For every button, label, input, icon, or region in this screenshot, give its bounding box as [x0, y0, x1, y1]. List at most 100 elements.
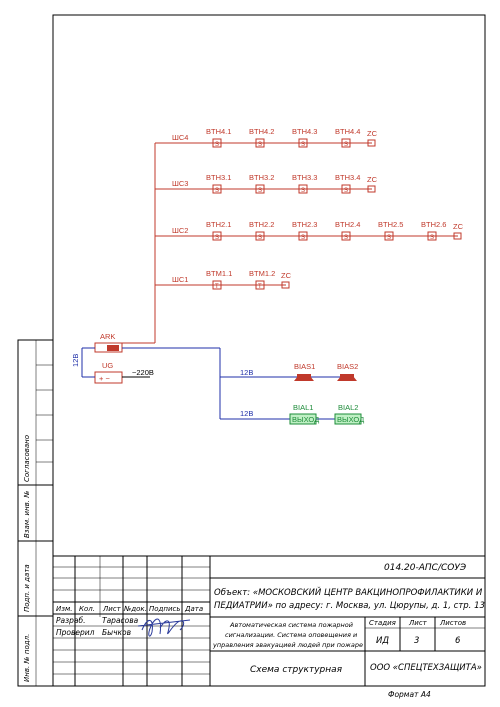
detector-label: BTH2.4: [335, 220, 360, 229]
tb-sheet-header: Лист: [408, 619, 428, 627]
tb-stage: ИД: [376, 636, 389, 646]
loop-3: ШС3 BTH3.1 BTH3.2 BTH3.3 BTH3.4 ZC: [155, 173, 378, 194]
siren-bias1: BIAS1: [294, 362, 315, 381]
detector-symbol: S: [215, 142, 219, 148]
end-label: ZC: [367, 129, 378, 138]
tb-developer-name: Тарасова: [102, 616, 139, 625]
tb-header-kol: Кол.: [79, 605, 95, 613]
title-block: Изм. Кол. Лист №док. Подпись Дата Разраб…: [53, 555, 485, 686]
sheet-format: Формат А4: [388, 690, 431, 699]
tb-header-doc: №док.: [123, 605, 147, 613]
side-stamp: Согласовано Взам. инв. № Подп. и дата Ин…: [17, 339, 54, 687]
detector-symbol: S: [258, 188, 262, 194]
detector-bth4-2: [255, 138, 265, 148]
detector-symbol: S: [301, 188, 305, 194]
siren-label: BIAS2: [337, 362, 358, 371]
stamp-agreed: Согласовано: [23, 435, 31, 482]
tb-system-line3: управления эвакуацией людей при пожаре: [212, 641, 363, 649]
detector-label: BTH2.2: [249, 220, 274, 229]
detector-symbol: S: [215, 235, 219, 241]
detector-label: BTH4.2: [249, 127, 274, 136]
end-label: ZC: [453, 222, 464, 231]
detector-bth4-1: [212, 138, 222, 148]
tb-header-list: Лист: [102, 605, 122, 613]
loop-4: ШС4 BTH4.1 BTH4.2 BTH4.3 BTH4.4 ZC: [155, 127, 378, 148]
tb-checker-role: Проверил: [56, 628, 95, 637]
detector-symbol: S: [387, 235, 391, 241]
exit-board-label: BIAL1: [293, 403, 313, 412]
detector-bth4-4: [341, 138, 351, 148]
tb-object-line1: Объект: «МОСКОВСКИЙ ЦЕНТР ВАКЦИНОПРОФИЛА…: [214, 586, 483, 598]
tb-system-line2: сигнализации. Система оповещения и: [225, 631, 357, 639]
exit-board-text: ВЫХОД: [337, 415, 364, 424]
tb-company: ООО «СПЕЦТЕХЗАЩИТА»: [370, 663, 482, 673]
ug-label: UG: [102, 361, 113, 370]
ark-label: ARK: [100, 332, 115, 341]
detector-symbol: S: [344, 188, 348, 194]
stamp-inv-orig: Инв. № подл.: [23, 634, 31, 682]
exit-board-bial2: ВЫХОД BIAL2: [334, 403, 364, 425]
tb-sheets-header: Листов: [439, 619, 466, 627]
bus-label-left: 12В: [71, 354, 80, 367]
mains-label: ~220В: [132, 368, 154, 377]
detector-label: BTM1.1: [206, 269, 232, 278]
siren-label: BIAS1: [294, 362, 315, 371]
detector-label: BTH3.2: [249, 173, 274, 182]
tb-code: 014.20-АПС/СОУЭ: [384, 563, 467, 573]
detector-bth4-3: [298, 138, 308, 148]
exit-board-label: BIAL2: [338, 403, 358, 412]
end-label: ZC: [367, 175, 378, 184]
bus-label-lower: 12В: [240, 409, 253, 418]
tb-sheet: 3: [414, 636, 419, 646]
loop-1: ШС1 BTM1.1 BTM1.2 ZC: [155, 269, 292, 290]
detector-symbol: S: [258, 142, 262, 148]
detector-symbol: S: [215, 188, 219, 194]
detector-label: BTH2.5: [378, 220, 403, 229]
end-resistor: [367, 139, 376, 147]
detector-label: BTH4.4: [335, 127, 360, 136]
loop-3-label: ШС3: [172, 179, 188, 188]
detector-label: BTH4.1: [206, 127, 231, 136]
stamp-sign-date: Подп. и дата: [23, 564, 31, 612]
signature: [137, 618, 191, 637]
tb-sheets: 6: [455, 636, 461, 646]
detector-symbol: S: [344, 235, 348, 241]
exit-board-bial1: ВЫХОД BIAL1: [289, 403, 319, 425]
detector-label: BTH2.1: [206, 220, 231, 229]
detector-label: BTH3.3: [292, 173, 317, 182]
detector-symbol: S: [344, 142, 348, 148]
detector-symbol: T: [215, 284, 219, 290]
tb-object-line2: ПЕДИАТРИИ» по адресу: г. Москва, ул. Цюр…: [214, 601, 485, 611]
loop-2: ШС2 BTH2.1 BTH2.2 BTH2.3 BTH2.4 BTH2.5 B…: [155, 220, 464, 241]
control-panel-ark: ARK: [94, 332, 123, 353]
loop-1-label: ШС1: [172, 275, 188, 284]
detector-symbol: S: [301, 235, 305, 241]
stamp-inv-vzam: Взам. инв. №: [23, 490, 31, 538]
end-label: ZC: [281, 271, 292, 280]
detector-label: BTM1.2: [249, 269, 275, 278]
exit-board-text: ВЫХОД: [292, 415, 319, 424]
detector-label: BTH3.1: [206, 173, 231, 182]
detector-symbol: S: [301, 142, 305, 148]
ug-symbol: + −: [99, 374, 110, 383]
detector-symbol: S: [430, 235, 434, 241]
detector-symbol: S: [258, 235, 262, 241]
power-bus: 12В 12В 12В: [71, 347, 348, 420]
detector-label: BTH2.6: [421, 220, 446, 229]
power-supply-ug: UG + − ~220В: [94, 361, 154, 384]
tb-system-line1: Автоматическая система пожарной: [229, 621, 353, 629]
tb-drawing-title: Схема структурная: [250, 665, 343, 675]
tb-stage-header: Стадия: [369, 619, 396, 627]
detector-label: BTH3.4: [335, 173, 360, 182]
tb-checker-name: Бычков: [102, 628, 131, 637]
tb-header-izm: Изм.: [56, 605, 72, 613]
tb-header-sign: Подпись: [149, 605, 181, 613]
loop-2-label: ШС2: [172, 226, 188, 235]
detector-label: BTH4.3: [292, 127, 317, 136]
loop-4-label: ШС4: [172, 133, 188, 142]
bus-label-upper: 12В: [240, 368, 253, 377]
detector-symbol: T: [258, 284, 262, 290]
tb-developer-role: Разраб.: [56, 616, 85, 625]
siren-bias2: BIAS2: [337, 362, 358, 381]
